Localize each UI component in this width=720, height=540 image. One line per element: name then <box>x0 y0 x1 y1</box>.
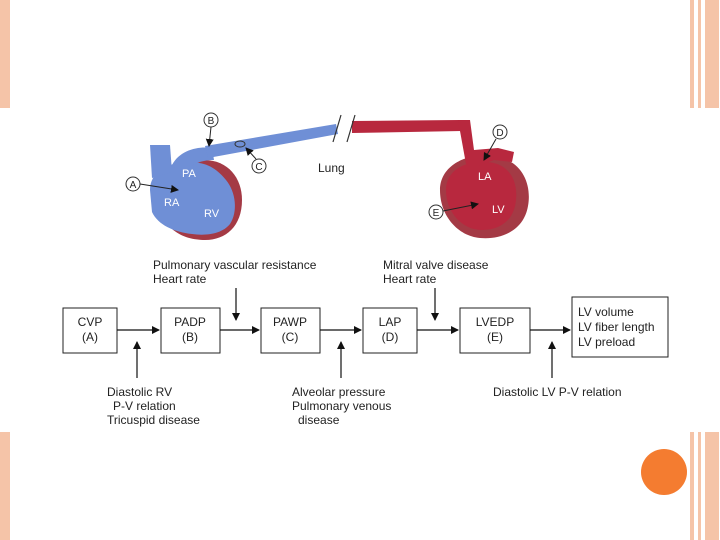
note-rv-pv: P-V relation <box>113 399 176 413</box>
padp-box <box>160 307 221 354</box>
bottom-right-stripe-3 <box>705 432 719 540</box>
marker-e: E <box>428 201 479 220</box>
left-heart-body <box>446 161 517 230</box>
catheter-balloon <box>234 140 246 148</box>
lv-fiber-length-text: LV fiber length <box>578 320 655 334</box>
lv-volume-text: LV volume <box>578 305 634 319</box>
note-heart-rate-2: Heart rate <box>383 272 437 286</box>
lung-break-2 <box>346 114 356 143</box>
marker-c-label: C <box>255 162 262 173</box>
vena-cava <box>150 145 172 178</box>
lung-label: Lung <box>318 161 345 175</box>
marker-b: B <box>203 112 219 147</box>
lv-preload-text: LV preload <box>578 335 635 349</box>
pawp-box <box>260 307 321 354</box>
marker-d-label: D <box>496 128 503 139</box>
marker-c: C <box>245 147 267 174</box>
top-left-stripe <box>0 0 10 108</box>
lap-box <box>362 307 418 354</box>
aorta <box>458 120 514 166</box>
cvp-box-name: CVP <box>78 315 103 329</box>
marker-d: D <box>483 124 508 161</box>
note-pulm-venous: Pulmonary venous <box>292 399 391 413</box>
pawp-box-name: PAWP <box>273 315 307 329</box>
la-label: LA <box>478 171 492 183</box>
lvedp-box-name: LVEDP <box>476 315 514 329</box>
lv-label: LV <box>492 204 505 216</box>
rv-label: RV <box>204 208 220 220</box>
top-right-stripe-1 <box>690 0 694 108</box>
lung-break-1 <box>332 114 342 143</box>
pa-label: PA <box>182 168 197 180</box>
note-diastolic-lv: Diastolic LV P-V relation <box>493 385 622 399</box>
pawp-box-sub: (C) <box>282 330 299 344</box>
ra-label: RA <box>164 197 180 209</box>
note-pvr: Pulmonary vascular resistance <box>153 258 317 272</box>
note-disease: disease <box>298 413 340 427</box>
pulmonary-vein <box>352 120 462 133</box>
bottom-right-stripe-1 <box>690 432 694 540</box>
right-heart-body <box>150 162 235 235</box>
heart-illustration <box>150 114 529 240</box>
note-heart-rate-1: Heart rate <box>153 272 207 286</box>
lap-box-name: LAP <box>379 315 402 329</box>
note-tricuspid: Tricuspid disease <box>107 413 200 427</box>
bottom-right-stripe-2 <box>698 432 701 540</box>
padp-box-sub: (B) <box>182 330 198 344</box>
note-mitral: Mitral valve disease <box>383 258 489 272</box>
top-right-stripe-2 <box>698 0 701 108</box>
top-right-stripe-3 <box>705 0 719 108</box>
orange-dot <box>641 449 687 495</box>
bottom-left-stripe <box>0 432 10 540</box>
cvp-box-sub: (A) <box>82 330 98 344</box>
note-diastolic-rv: Diastolic RV <box>107 385 172 399</box>
marker-a: A <box>125 176 179 193</box>
padp-box-name: PADP <box>174 315 206 329</box>
marker-a-label: A <box>130 180 137 191</box>
lvedp-box-sub: (E) <box>487 330 503 344</box>
marker-b-label: B <box>208 116 215 127</box>
pulmonary-artery-trunk <box>172 147 214 176</box>
note-alveolar: Alveolar pressure <box>292 385 386 399</box>
pulmonary-artery <box>205 124 338 158</box>
lap-box-sub: (D) <box>382 330 399 344</box>
lv-preload-box <box>571 296 669 358</box>
lvedp-box <box>459 307 531 354</box>
marker-e-label: E <box>433 208 440 219</box>
flow-chart: CVP (A) PADP (B) PAWP (C) LAP (D) LVEDP … <box>62 258 669 427</box>
